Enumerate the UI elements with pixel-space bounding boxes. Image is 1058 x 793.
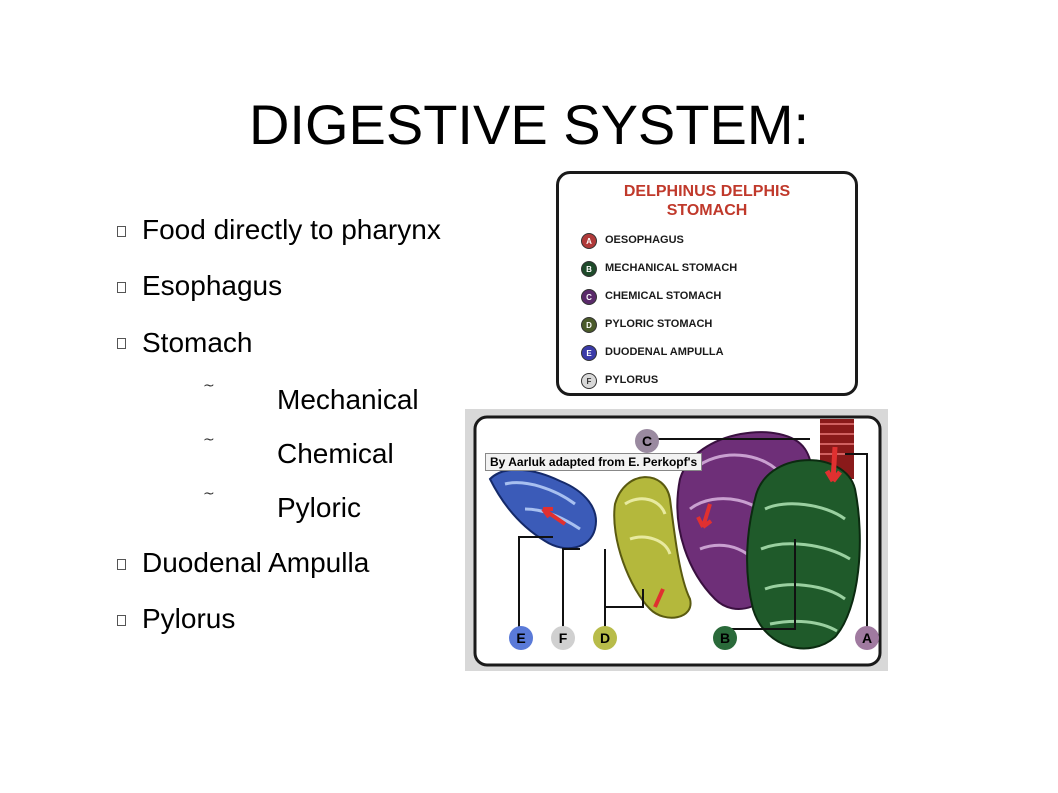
legend-dot-c: C [581, 289, 597, 305]
sub-bullet-marker: ~ [203, 378, 215, 394]
stomach-legend: DELPHINUS DELPHIS STOMACH A OESOPHAGUS B… [556, 171, 858, 396]
bullet-item: Pylorus [142, 603, 236, 634]
bullet-marker [117, 282, 126, 293]
legend-label: CHEMICAL STOMACH [605, 290, 722, 302]
legend-dot-e: E [581, 345, 597, 361]
diagram-label-f: F [551, 626, 575, 650]
legend-title-line1: DELPHINUS DELPHIS [623, 183, 791, 200]
diagram-label-c: C [635, 429, 659, 453]
bullet-marker [117, 615, 126, 626]
diagram-label-d: D [593, 626, 617, 650]
legend-label: PYLORUS [605, 374, 659, 386]
legend-label: DUODENAL AMPULLA [605, 346, 724, 358]
bullet-marker [117, 226, 126, 237]
duodenal-ampulla-shape [488, 468, 597, 550]
legend-dot-b: B [581, 261, 597, 277]
bullet-item: Food directly to pharynx [142, 214, 441, 245]
legend-title: DELPHINUS DELPHIS STOMACH [559, 182, 855, 220]
legend-label: OESOPHAGUS [605, 234, 684, 246]
bullet-item: Duodenal Ampulla [142, 547, 370, 578]
diagram-label-a: A [855, 626, 879, 650]
bullet-item: Esophagus [142, 270, 283, 301]
bullet-item: Stomach [142, 327, 253, 358]
legend-dot-a: A [581, 233, 597, 249]
sub-bullet-item: Chemical [277, 438, 394, 469]
sub-bullet-item: Mechanical [277, 384, 419, 415]
sub-bullet-item: Pyloric [277, 492, 362, 523]
diagram-label-b: B [713, 626, 737, 650]
bullet-marker [117, 559, 126, 570]
stomach-illustration [473, 415, 882, 667]
diagram-label-e: E [509, 626, 533, 650]
legend-label: PYLORIC STOMACH [605, 318, 713, 330]
legend-dot-f: F [581, 373, 597, 389]
sub-bullet-marker: ~ [203, 486, 215, 502]
legend-label: MECHANICAL STOMACH [605, 262, 738, 274]
bullet-marker [117, 338, 126, 349]
legend-title-line2: STOMACH [666, 202, 748, 219]
stomach-diagram: By Aarluk adapted from E. Perkopf's C E … [465, 409, 888, 671]
sub-bullet-marker: ~ [203, 432, 215, 448]
slide-title: DIGESTIVE SYSTEM: [248, 93, 810, 156]
mechanical-stomach-shape [746, 459, 861, 650]
diagram-credit: By Aarluk adapted from E. Perkopf's [485, 453, 703, 471]
legend-dot-d: D [581, 317, 597, 333]
pyloric-stomach-shape [613, 476, 692, 619]
